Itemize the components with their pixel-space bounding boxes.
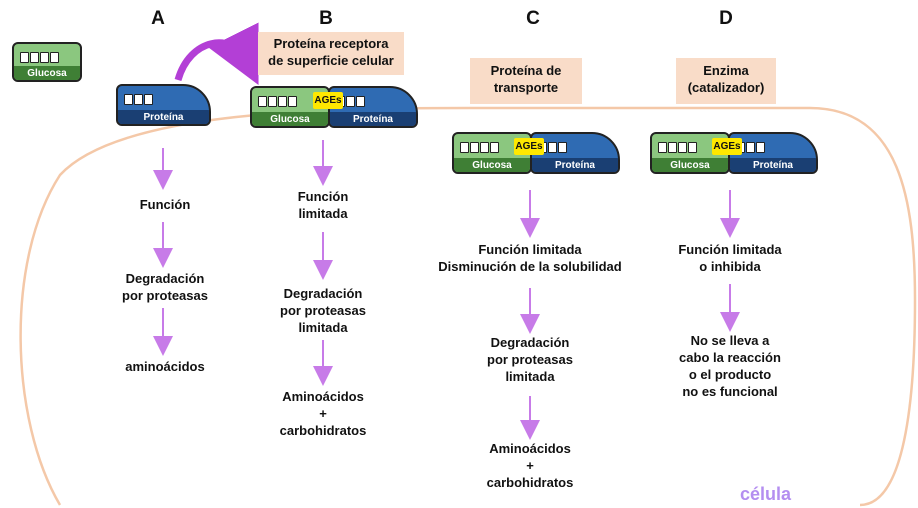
glucose-car: Glucosa <box>12 42 82 82</box>
ages-tag: AGEs <box>313 92 343 109</box>
car-windows <box>258 94 298 112</box>
step-c3: Aminoácidos+carbohidratos <box>486 441 574 490</box>
step-a3: aminoácidos <box>125 359 205 374</box>
header-box-d: Enzima (catalizador) <box>676 58 776 104</box>
car-label: Glucosa <box>27 68 67 79</box>
car-windows <box>124 92 154 110</box>
step-a1: Función <box>139 197 191 212</box>
car-windows <box>460 140 500 158</box>
column-letter-c: C <box>526 8 540 29</box>
protein-car: Proteína <box>328 86 418 128</box>
protein-car: Proteína <box>728 132 818 174</box>
ages-tag: AGEs <box>514 138 544 155</box>
car-label: Proteína <box>352 114 393 125</box>
protein-car: Proteína <box>530 132 620 174</box>
column-letter-a: A <box>151 8 165 29</box>
car-label: Proteína <box>143 112 184 123</box>
car-windows <box>658 140 698 158</box>
column-letter-b: B <box>319 8 333 29</box>
protein-car: Proteína <box>116 84 211 126</box>
glucose-car: Glucosa <box>650 132 730 174</box>
column-letter-d: D <box>719 8 733 29</box>
car-label: Glucosa <box>472 160 512 171</box>
car-label: Proteína <box>752 160 793 171</box>
car-label: Glucosa <box>270 114 310 125</box>
car-label: Glucosa <box>670 160 710 171</box>
ages-tag: AGEs <box>712 138 742 155</box>
car-windows <box>20 50 60 68</box>
curved-arrow <box>174 22 259 86</box>
cell-label: célula <box>740 484 792 504</box>
car-label: Proteína <box>554 160 595 171</box>
header-box-c: Proteína de transporte <box>470 58 582 104</box>
header-box-b: Proteína receptora de superficie celular <box>258 32 404 75</box>
step-b3: Aminoácidos+carbohidratos <box>279 389 367 438</box>
